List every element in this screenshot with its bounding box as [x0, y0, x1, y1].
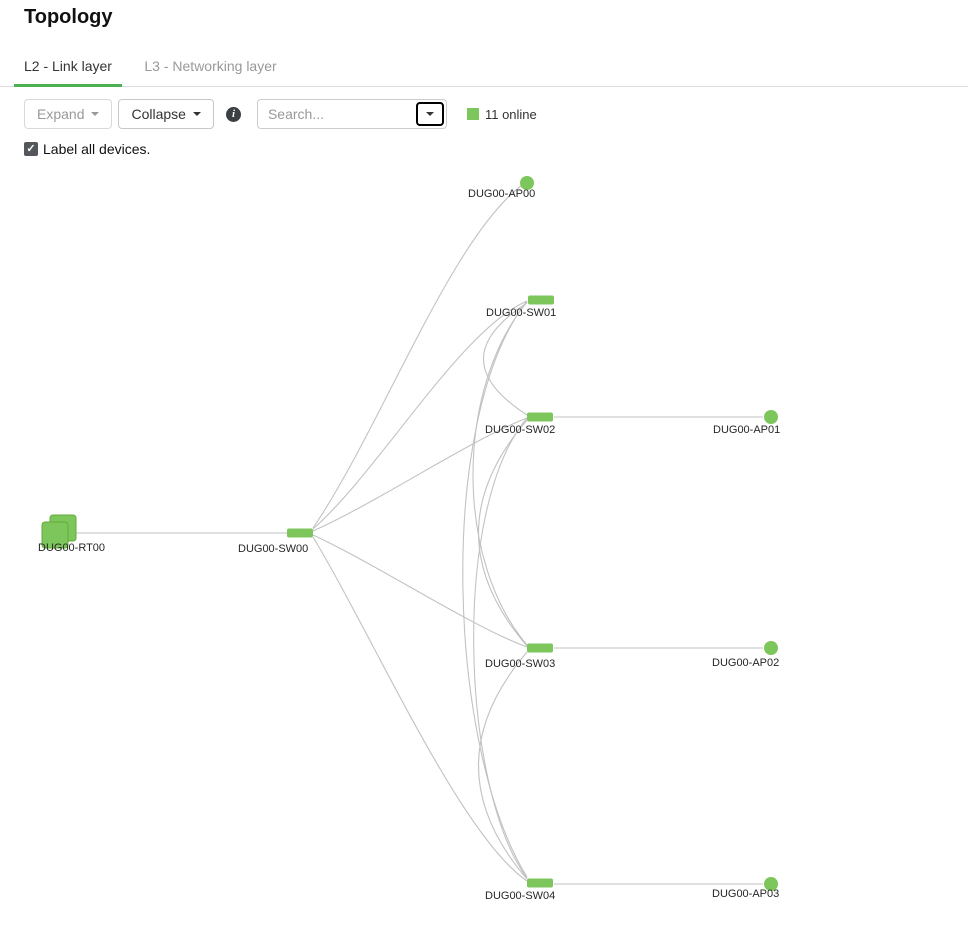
node-DUG00-SW01[interactable]: DUG00-SW01 — [486, 295, 556, 320]
online-status: 11 online — [466, 106, 537, 122]
label-all-devices-checkbox[interactable] — [24, 142, 38, 156]
node-DUG00-SW02[interactable]: DUG00-SW02 — [485, 412, 555, 437]
search-box — [256, 99, 447, 129]
switch-icon — [528, 295, 554, 305]
label-all-devices-option: Label all devices. — [24, 141, 150, 157]
switch-icon — [527, 643, 553, 653]
access-point-icon — [764, 877, 778, 891]
node-label: DUG00-SW03 — [485, 658, 555, 670]
edge-DUG00-SW01-DUG00-SW03 — [472, 301, 528, 646]
switch-icon — [287, 528, 313, 538]
edge-DUG00-SW02-DUG00-SW04 — [473, 417, 528, 879]
toolbar: Expand Collapse 11 online — [24, 98, 537, 130]
expand-button-label: Expand — [37, 106, 85, 122]
edge-DUG00-SW00-DUG00-SW01 — [312, 300, 528, 530]
expand-button[interactable]: Expand — [24, 99, 113, 129]
node-DUG00-SW03[interactable]: DUG00-SW03 — [485, 643, 555, 671]
node-label: DUG00-SW01 — [486, 307, 556, 319]
edge-DUG00-SW01-DUG00-SW04 — [462, 300, 528, 878]
edge-DUG00-SW02-DUG00-SW03 — [478, 419, 528, 647]
edge-DUG00-SW00-DUG00-SW03 — [312, 534, 528, 648]
node-DUG00-SW00[interactable]: DUG00-SW00 — [238, 528, 313, 556]
access-point-icon — [764, 641, 778, 655]
chevron-down-icon — [91, 112, 100, 116]
tab-l2-link-layer[interactable]: L2 - Link layer — [14, 58, 122, 87]
node-label: DUG00-AP00 — [468, 188, 535, 200]
switch-icon — [527, 412, 553, 422]
node-label: DUG00-AP02 — [712, 657, 779, 669]
edge-DUG00-SW00-DUG00-SW04 — [312, 536, 528, 882]
edge-DUG00-SW01-DUG00-SW02 — [482, 302, 528, 416]
collapse-button[interactable]: Collapse — [118, 99, 214, 129]
edge-DUG00-SW00-DUG00-SW02 — [312, 417, 528, 532]
tab-bar: L2 - Link layer L3 - Networking layer — [0, 58, 968, 87]
chevron-down-icon — [425, 112, 434, 116]
node-label: DUG00-SW00 — [238, 543, 308, 555]
node-label: DUG00-SW04 — [485, 890, 555, 902]
online-status-swatch — [466, 108, 479, 120]
edge-DUG00-SW00-DUG00-AP00 — [312, 185, 522, 529]
search-input[interactable] — [256, 99, 447, 129]
node-DUG00-RT00[interactable]: DUG00-RT00 — [38, 514, 105, 554]
node-label: DUG00-RT00 — [38, 542, 105, 554]
router-icon — [41, 521, 69, 549]
node-DUG00-AP01[interactable]: DUG00-AP01 — [713, 410, 780, 436]
node-label: DUG00-AP01 — [713, 424, 780, 436]
node-DUG00-AP03[interactable]: DUG00-AP03 — [712, 877, 779, 900]
node-DUG00-SW04[interactable]: DUG00-SW04 — [485, 878, 555, 903]
node-DUG00-AP02[interactable]: DUG00-AP02 — [712, 641, 779, 669]
tab-l3-networking-layer[interactable]: L3 - Networking layer — [144, 58, 277, 74]
search-dropdown-button[interactable] — [415, 102, 444, 126]
node-DUG00-AP00[interactable]: DUG00-AP00 — [468, 176, 535, 200]
access-point-icon — [520, 176, 534, 190]
node-label: DUG00-SW02 — [485, 424, 555, 436]
chevron-down-icon — [192, 112, 201, 116]
page-title: Topology — [24, 6, 113, 28]
info-icon[interactable] — [225, 106, 241, 122]
switch-icon — [527, 878, 553, 888]
node-label: DUG00-AP03 — [712, 888, 779, 900]
label-all-devices-label: Label all devices. — [43, 141, 151, 157]
collapse-button-label: Collapse — [131, 106, 186, 122]
edge-DUG00-SW03-DUG00-SW04 — [478, 651, 528, 880]
access-point-icon — [764, 410, 778, 424]
online-count-label: 11 online — [484, 106, 537, 122]
